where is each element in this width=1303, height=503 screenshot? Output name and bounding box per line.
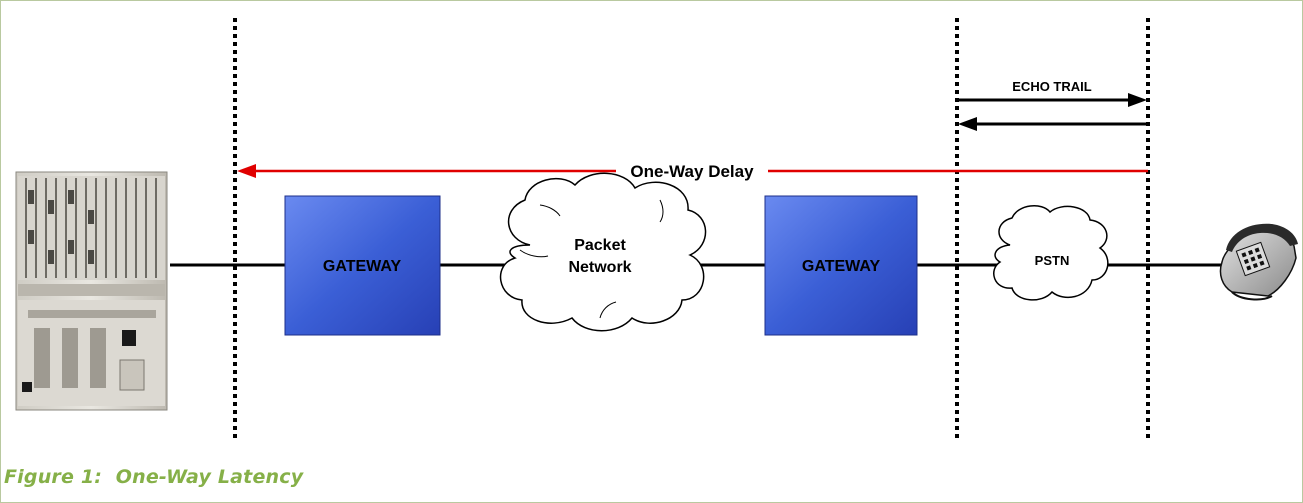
gateway-left-label: GATEWAY	[323, 258, 402, 275]
packet-network-label-line2: Network	[568, 259, 631, 276]
telephone-icon	[1219, 223, 1298, 301]
gateway-left	[284, 195, 441, 336]
echo-trail-label: ECHO TRAIL	[1012, 79, 1092, 94]
packet-network-cloud	[499, 172, 707, 332]
pstn-cloud	[993, 205, 1109, 301]
packet-network-label-line1: Packet	[574, 237, 626, 254]
gateway-right	[764, 195, 918, 336]
one-way-delay-arrowhead	[237, 164, 256, 178]
gateway-right-label: GATEWAY	[802, 258, 881, 275]
pbx-equipment-icon	[15, 171, 168, 411]
pstn-label: PSTN	[1035, 253, 1070, 268]
echo-trail-arrow-back-head	[958, 117, 977, 131]
one-way-delay-label: One-Way Delay	[630, 162, 754, 181]
figure-caption: Figure 1: One-Way Latency	[4, 466, 304, 488]
echo-trail-arrow-out-head	[1128, 93, 1147, 107]
